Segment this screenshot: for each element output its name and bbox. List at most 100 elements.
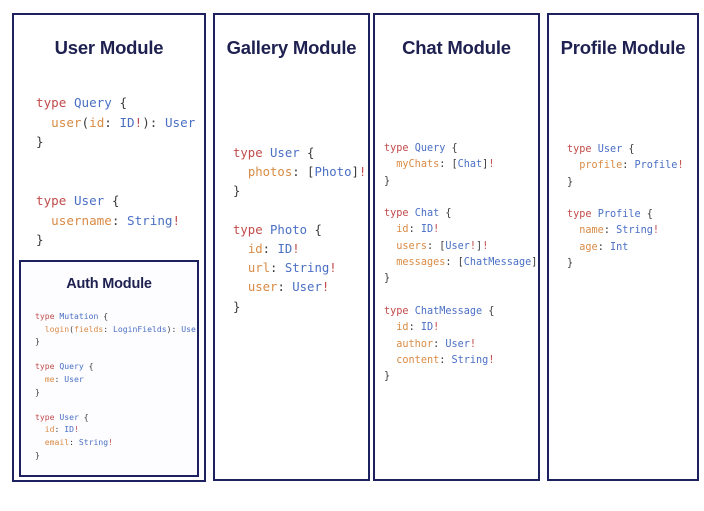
- code-token: Query: [73, 95, 112, 110]
- code-line: }: [567, 256, 684, 272]
- code-token: [35, 324, 45, 334]
- code-token: ):: [166, 323, 182, 334]
- code-token: {: [111, 95, 128, 110]
- code-line: type Query {: [35, 360, 197, 373]
- code-line: id: ID!: [233, 240, 366, 259]
- code-line: type User {: [36, 191, 195, 211]
- code-line: [36, 152, 195, 172]
- code-token: User: [73, 192, 105, 208]
- code-token: type: [384, 208, 409, 220]
- code-token: :: [597, 241, 610, 253]
- code-token: url: [247, 261, 271, 276]
- code-token: id: [44, 424, 55, 435]
- code-token: !: [172, 212, 181, 228]
- code-token: type: [36, 95, 67, 110]
- code-line: type Chat {: [384, 206, 538, 222]
- code-token: type: [35, 361, 55, 372]
- code-line: type User {: [567, 142, 684, 158]
- code-token: [35, 374, 45, 384]
- code-token: profile: [579, 160, 623, 172]
- code-token: [384, 322, 396, 333]
- code-token: :: [433, 338, 446, 350]
- code-token: Chat: [457, 159, 483, 171]
- code-token: ChatMessage: [463, 257, 532, 269]
- code-token: ID: [420, 322, 434, 334]
- code-token: !: [74, 424, 79, 435]
- code-line: id: ID!: [35, 423, 197, 436]
- code-token: !: [292, 242, 300, 257]
- code-token: ):: [142, 114, 165, 130]
- code-token: }: [384, 273, 391, 285]
- code-token: LoginFields: [113, 323, 167, 334]
- card-chat-module[interactable]: Chat Module type Query { myChats: [Chat]…: [373, 13, 540, 481]
- code-line: me: User: [35, 373, 197, 386]
- code-token: !: [358, 165, 367, 180]
- code-token: fields: [74, 323, 104, 334]
- code-token: String: [127, 212, 173, 228]
- code-token: [233, 165, 248, 179]
- code-block-gallery-module: type User { photos: [Photo]!} type Photo…: [233, 144, 366, 317]
- code-line: name: String!: [567, 223, 684, 239]
- code-token: {: [640, 209, 653, 221]
- code-token: {: [83, 361, 94, 372]
- card-title-auth-module: Auth Module: [66, 276, 152, 292]
- code-token: Int: [609, 241, 629, 253]
- code-token: type: [233, 146, 263, 160]
- code-token: [36, 213, 51, 228]
- code-line: [567, 191, 684, 207]
- code-token: (: [81, 114, 90, 130]
- code-line: type ChatMessage {: [384, 304, 538, 320]
- code-token: ]: [351, 165, 359, 180]
- code-token: [384, 355, 396, 366]
- code-line: [35, 348, 197, 361]
- code-line: id: ID!: [384, 320, 538, 336]
- code-token: [263, 223, 270, 237]
- code-token: }: [567, 176, 574, 188]
- code-line: type Photo {: [233, 221, 366, 240]
- card-auth-module[interactable]: Auth Module type Mutation { login(fields…: [19, 260, 199, 477]
- code-token: myChats: [396, 159, 440, 171]
- code-token: id: [89, 114, 105, 130]
- card-title-user-module: User Module: [54, 37, 164, 58]
- card-title-gallery-module: Gallery Module: [226, 37, 357, 58]
- code-line: }: [384, 271, 538, 287]
- code-line: }: [36, 230, 195, 250]
- code-token: ID: [119, 114, 135, 130]
- code-line: user: User!: [233, 278, 366, 297]
- code-token: ID: [420, 224, 434, 236]
- code-line: }: [233, 298, 366, 317]
- code-line: users: [User!]!: [384, 239, 538, 255]
- code-block-chat-module: type Query { myChats: [Chat]!} type Chat…: [384, 141, 538, 385]
- card-gallery-module[interactable]: Gallery Module type User { photos: [Phot…: [213, 13, 370, 481]
- code-line: type Query {: [36, 93, 195, 113]
- code-token: user: [51, 114, 82, 130]
- code-token: login: [44, 323, 70, 334]
- code-token: [567, 225, 579, 236]
- code-line: }: [233, 182, 366, 201]
- code-token: {: [78, 411, 89, 422]
- code-token: [66, 95, 74, 110]
- code-token: !: [469, 338, 477, 350]
- code-token: }: [384, 371, 391, 383]
- code-token: : [: [292, 165, 315, 180]
- code-token: ID: [277, 242, 293, 257]
- code-token: :: [270, 261, 285, 276]
- code-token: !: [329, 261, 337, 276]
- code-line: }: [567, 175, 684, 191]
- card-user-module[interactable]: User Module type Query { user(id: ID!): …: [12, 13, 206, 482]
- code-token: [233, 242, 248, 256]
- code-block-auth-module: type Mutation { login(fields: LoginField…: [35, 310, 197, 461]
- code-token: content: [396, 354, 440, 366]
- card-profile-module[interactable]: Profile Module type User { profile: Prof…: [547, 13, 699, 481]
- card-title-profile-module: Profile Module: [560, 37, 686, 58]
- code-token: user: [247, 280, 278, 295]
- code-line: type Mutation {: [35, 310, 197, 323]
- code-token: Query: [414, 143, 446, 154]
- code-token: :: [54, 424, 65, 435]
- code-token: Chat: [414, 208, 440, 220]
- code-token: User: [64, 373, 84, 384]
- code-token: Profile: [634, 160, 678, 172]
- code-token: :: [54, 373, 65, 384]
- code-token: String: [451, 354, 489, 366]
